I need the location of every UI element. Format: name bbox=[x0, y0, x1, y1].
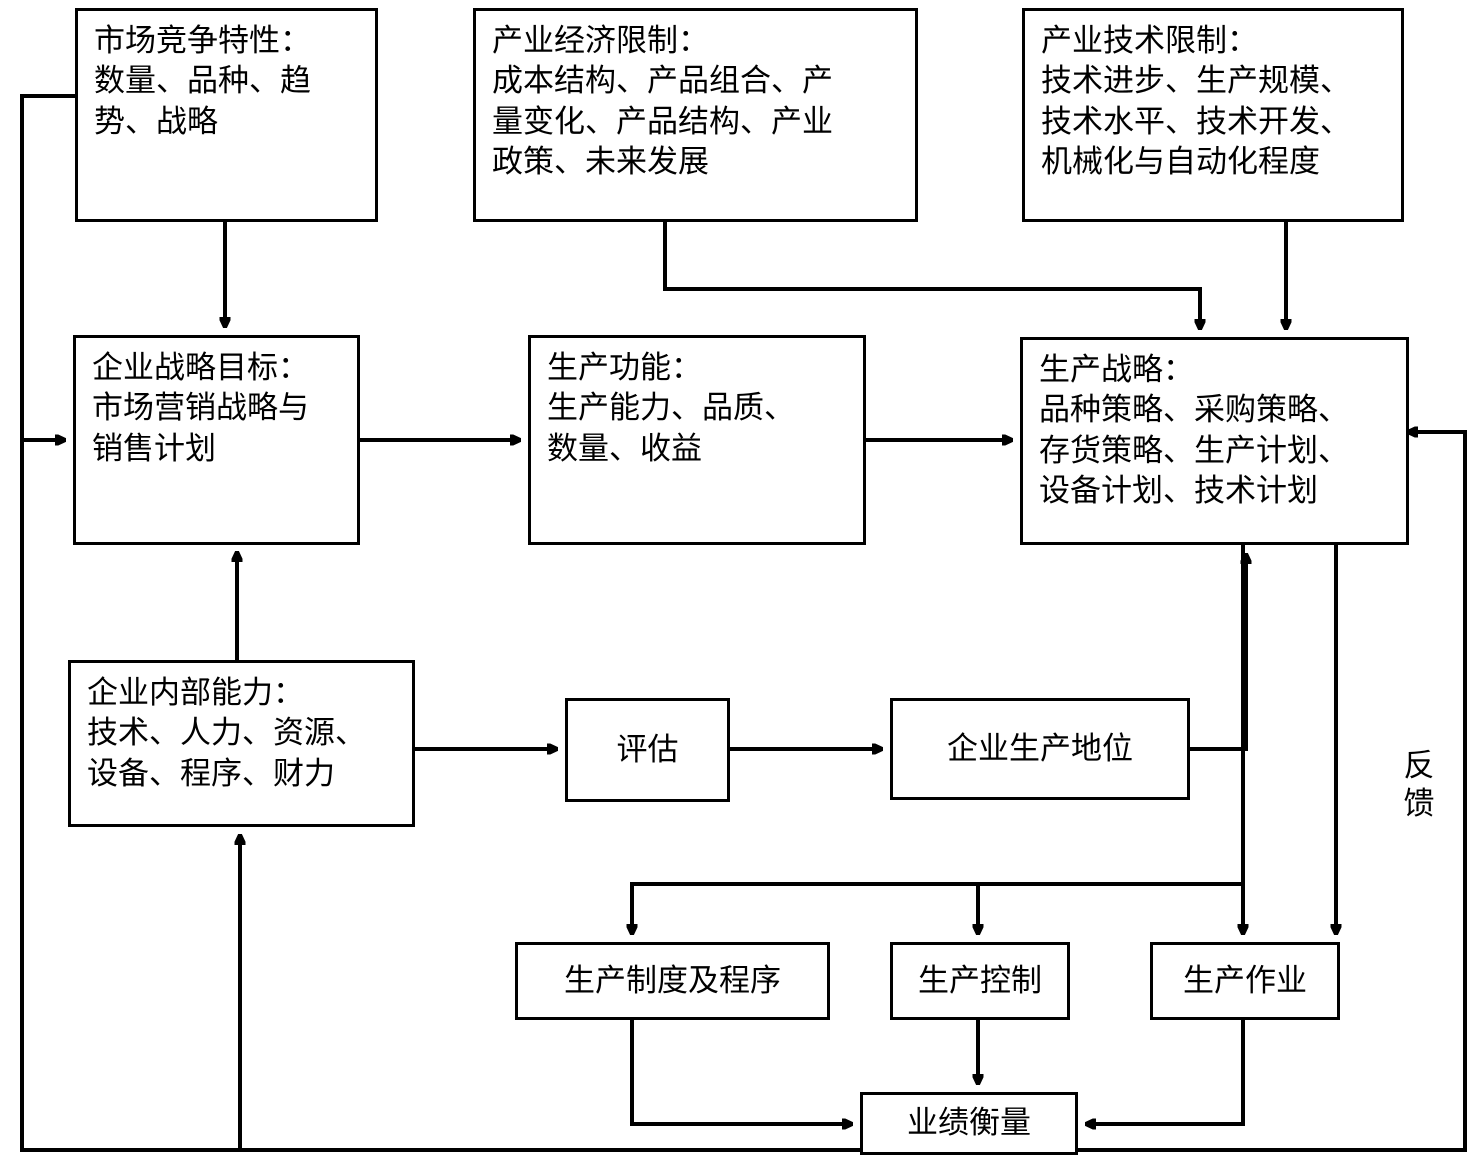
edge-economic-to-prodstrategy bbox=[663, 222, 1200, 328]
node-production-function-label: 生产功能： 生产能力、品质、 数量、收益 bbox=[547, 350, 795, 467]
node-production-operation-label: 生产作业 bbox=[1183, 962, 1307, 999]
node-production-strategy-label: 生产战略： 品种策略、采购策略、 存货策略、生产计划、 设备计划、技术计划 bbox=[1039, 352, 1349, 509]
node-production-strategy[interactable]: 生产战略： 品种策略、采购策略、 存货策略、生产计划、 设备计划、技术计划 bbox=[1020, 337, 1409, 545]
node-market-competition-label: 市场竞争特性： 数量、品种、趋 势、战略 bbox=[94, 23, 311, 140]
node-performance-measure-label: 业绩衡量 bbox=[907, 1105, 1031, 1142]
node-production-system[interactable]: 生产制度及程序 bbox=[515, 942, 830, 1020]
node-production-function[interactable]: 生产功能： 生产能力、品质、 数量、收益 bbox=[528, 335, 866, 545]
node-enterprise-strategy-goal-label: 企业战略目标： 市场营销战略与 销售计划 bbox=[92, 350, 309, 467]
node-industry-tech-limits[interactable]: 产业技术限制： 技术进步、生产规模、 技术水平、技术开发、 机械化与自动化程度 bbox=[1022, 8, 1404, 222]
node-production-control-label: 生产控制 bbox=[918, 962, 1042, 999]
edge-operation-to-performance bbox=[1087, 1020, 1245, 1124]
node-production-control[interactable]: 生产控制 bbox=[890, 942, 1070, 1020]
node-market-competition[interactable]: 市场竞争特性： 数量、品种、趋 势、战略 bbox=[75, 8, 378, 222]
node-evaluation-label: 评估 bbox=[616, 731, 679, 768]
node-internal-capability-label: 企业内部能力： 技术、人力、资源、 设备、程序、财力 bbox=[87, 675, 366, 792]
node-industry-tech-limits-label: 产业技术限制： 技术进步、生产规模、 技术水平、技术开发、 机械化与自动化程度 bbox=[1041, 23, 1351, 180]
node-production-operation[interactable]: 生产作业 bbox=[1150, 942, 1340, 1020]
node-internal-capability[interactable]: 企业内部能力： 技术、人力、资源、 设备、程序、财力 bbox=[68, 660, 415, 827]
node-industry-economic-limits-label: 产业经济限制： 成本结构、产品组合、产 量变化、产品结构、产业 政策、未来发展 bbox=[492, 23, 833, 180]
node-enterprise-strategy-goal[interactable]: 企业战略目标： 市场营销战略与 销售计划 bbox=[73, 335, 360, 545]
edge-feedback-loop bbox=[1078, 432, 1467, 1152]
node-evaluation[interactable]: 评估 bbox=[565, 698, 730, 802]
edge-position-to-prodstrategy bbox=[1190, 555, 1246, 751]
node-production-system-label: 生产制度及程序 bbox=[564, 962, 781, 999]
label-feedback: 反 馈 bbox=[1403, 748, 1435, 822]
node-performance-measure[interactable]: 业绩衡量 bbox=[860, 1092, 1078, 1155]
node-production-position-label: 企业生产地位 bbox=[947, 730, 1133, 767]
node-industry-economic-limits[interactable]: 产业经济限制： 成本结构、产品组合、产 量变化、产品结构、产业 政策、未来发展 bbox=[473, 8, 918, 222]
edge-system-to-performance bbox=[630, 1020, 851, 1124]
node-production-position[interactable]: 企业生产地位 bbox=[890, 698, 1190, 800]
